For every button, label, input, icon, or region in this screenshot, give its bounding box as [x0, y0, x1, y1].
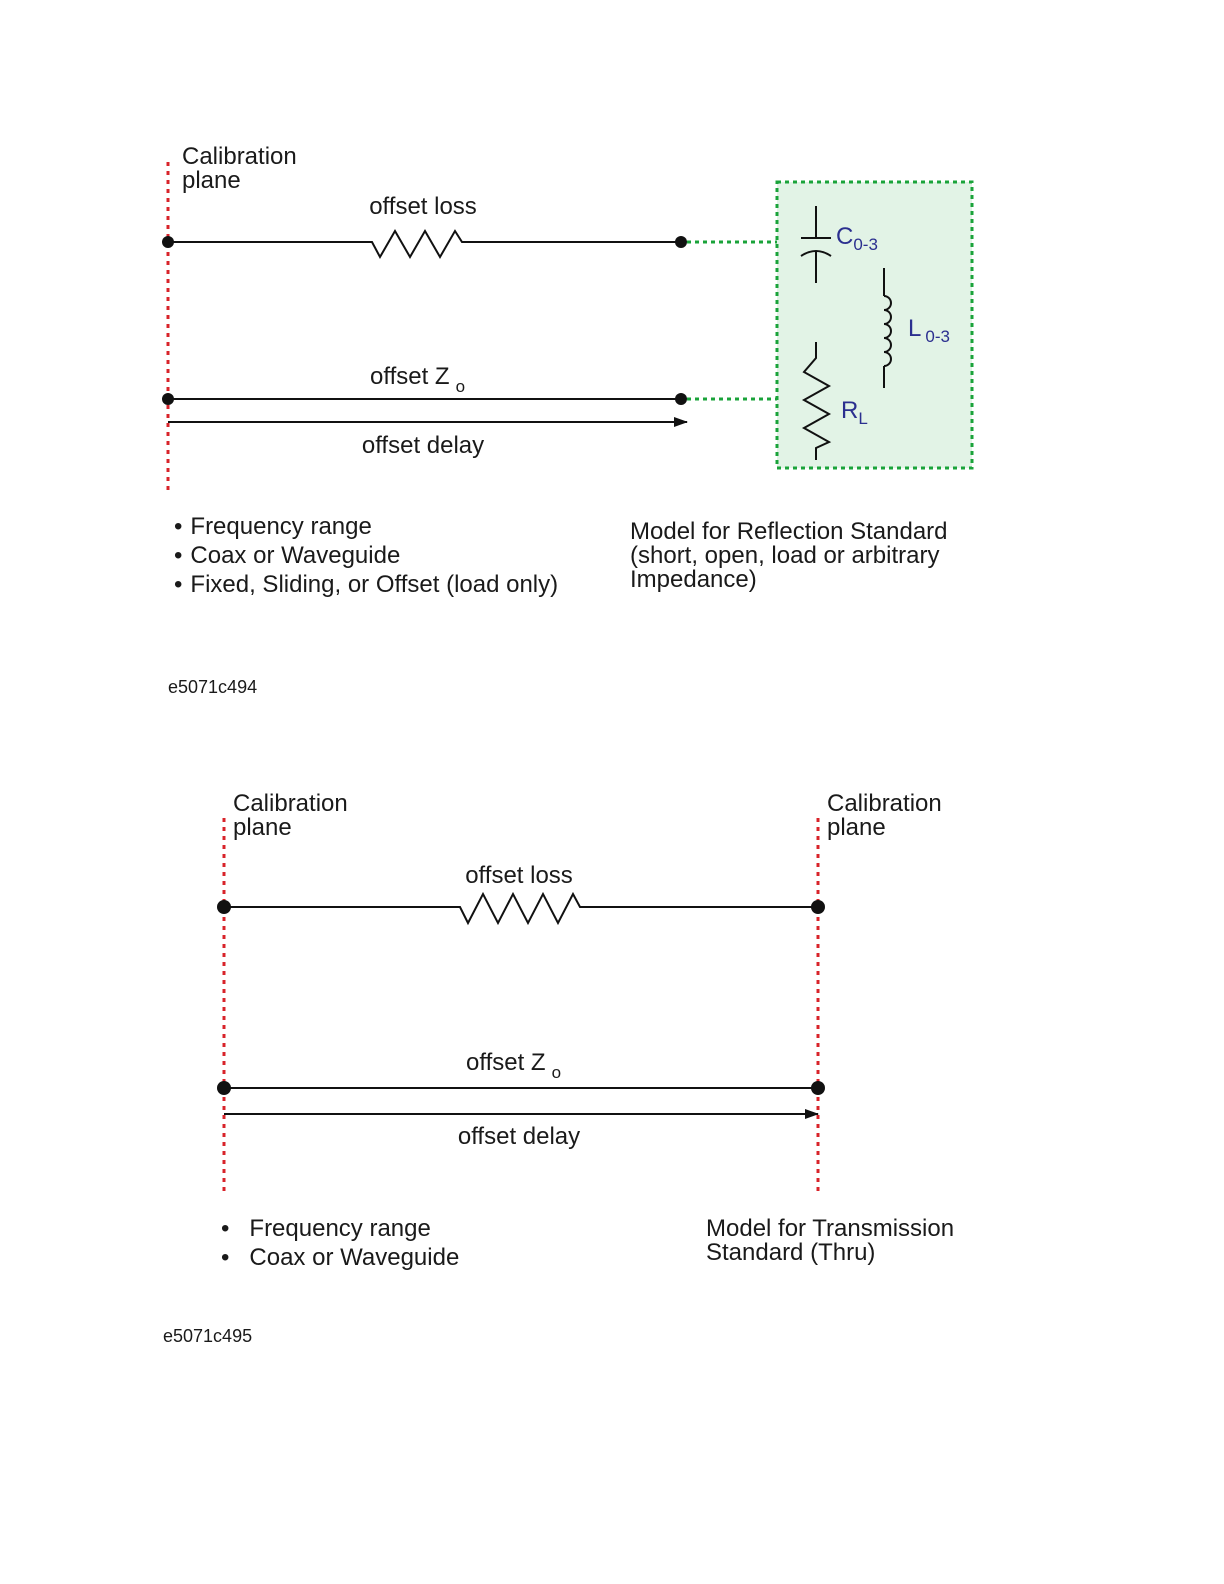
list-item: •Coax or Waveguide	[174, 542, 400, 569]
node-dot	[811, 900, 825, 914]
left-plane-label-line1: Calibration	[233, 790, 348, 817]
list-item: •Fixed, Sliding, or Offset (load only)	[174, 571, 558, 598]
offset-loss-label: offset loss	[465, 862, 573, 889]
node-dot	[217, 900, 231, 914]
list-item: •Frequency range	[221, 1215, 431, 1242]
calibration-plane-label-line1: Calibration	[182, 143, 297, 170]
node-dot	[217, 1081, 231, 1095]
offset-delay-label: offset delay	[362, 432, 484, 459]
model-caption-line3: Impedance)	[630, 566, 757, 593]
capacitor-label: C0-3	[836, 223, 878, 254]
model-caption-line1: Model for Reflection Standard	[630, 518, 948, 545]
load-resistor-symbol	[801, 342, 832, 460]
figure-id: e5071c494	[168, 677, 257, 697]
offset-delay-label: offset delay	[458, 1123, 580, 1150]
node-dot	[675, 236, 687, 248]
offset-loss-resistor-line	[224, 891, 818, 926]
node-dot	[162, 236, 174, 248]
feature-list: •Frequency range •Coax or Waveguide	[221, 1215, 459, 1271]
capacitor-symbol	[800, 206, 832, 283]
left-plane-label-line2: plane	[233, 814, 292, 841]
model-box	[775, 180, 974, 470]
feature-list: •Frequency range •Coax or Waveguide •Fix…	[174, 513, 558, 598]
figure-transmission-standard: Calibration plane Calibration plane offs…	[163, 790, 954, 1346]
node-dot	[162, 393, 174, 405]
calibration-plane-label-line2: plane	[182, 167, 241, 194]
model-caption-line1: Model for Transmission	[706, 1215, 954, 1242]
offset-loss-resistor-line	[168, 228, 681, 260]
offset-loss-label: offset loss	[369, 193, 477, 220]
figure-id: e5071c495	[163, 1326, 252, 1346]
inductor-symbol	[883, 268, 892, 388]
list-item: •Frequency range	[174, 513, 372, 540]
right-plane-label-line1: Calibration	[827, 790, 942, 817]
model-caption-line2: (short, open, load or arbitrary	[630, 542, 939, 569]
right-plane-label-line2: plane	[827, 814, 886, 841]
node-dot	[675, 393, 687, 405]
resistor-label: RL	[841, 397, 868, 428]
node-dot	[811, 1081, 825, 1095]
list-item: •Coax or Waveguide	[221, 1244, 459, 1271]
model-caption-line2: Standard (Thru)	[706, 1239, 875, 1266]
